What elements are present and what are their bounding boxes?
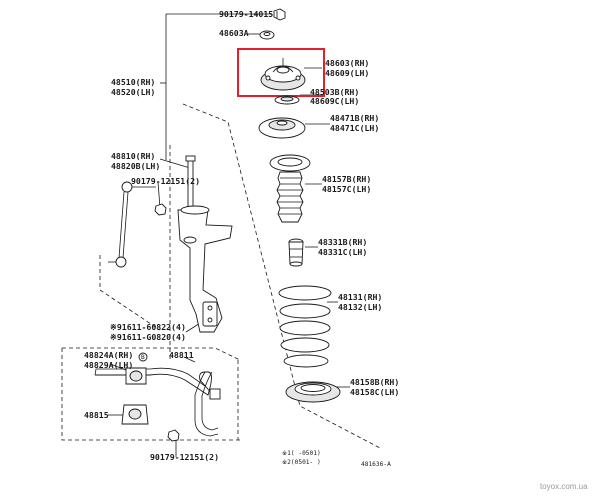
label-bumper-rh: 48331B(RH) — [318, 237, 367, 247]
label-absorber-lh: 48520(LH) — [111, 87, 155, 97]
label-link-rh: 48810(RH) — [111, 151, 155, 161]
label-spring-lh: 48132(LH) — [338, 302, 382, 312]
label-nut-bottom: 90179-12151(2) — [150, 452, 219, 462]
stabilizer-bracket — [121, 404, 149, 425]
assembly-outlines — [61, 103, 381, 449]
bump-stopper — [288, 238, 304, 267]
label-bolt-1: ※91611-60822(4) — [110, 322, 186, 332]
label-nut-link: 90179-12151(2) — [131, 176, 200, 186]
label-boot-lh: 48157C(LH) — [322, 184, 371, 194]
lower-spring-seat — [285, 381, 341, 403]
label-stabilizer: 48811 — [169, 350, 194, 360]
label-lower-seat-lh: 48158C(LH) — [350, 387, 399, 397]
label-note-1: ※1( -0501) — [282, 450, 321, 457]
stabilizer-bar — [94, 367, 221, 437]
label-bracket: 48815 — [84, 410, 109, 420]
label-bearing-rh: 48503B(RH) — [310, 87, 359, 97]
coil-spring — [278, 285, 332, 368]
label-support-rh: 48603(RH) — [325, 58, 369, 68]
stabilizer-bushing — [125, 352, 148, 385]
shock-absorber — [177, 155, 233, 333]
label-seat-rh: 48471B(RH) — [330, 113, 379, 123]
strut-mount-support — [260, 58, 306, 91]
top-nut — [273, 8, 286, 21]
link-nut — [154, 203, 167, 216]
label-spring-rh: 48131(RH) — [338, 292, 382, 302]
label-boot-rh: 48157B(RH) — [322, 174, 371, 184]
stabilizer-link — [108, 181, 156, 268]
dust-cap — [259, 30, 275, 40]
label-nut-top: 90179-14015 — [219, 9, 273, 19]
label-lower-seat-rh: 48158B(RH) — [350, 377, 399, 387]
label-cap: 48603A — [219, 28, 249, 38]
strut-bearing — [274, 95, 300, 105]
part-labels: 90179-14015 48603A 48603(RH) 48609(LH) 4… — [84, 9, 588, 491]
label-support-lh: 48609(LH) — [325, 68, 369, 78]
label-bushing-marker: B — [141, 354, 145, 361]
label-bumper-lh: 48331C(LH) — [318, 247, 367, 257]
label-seat-lh: 48471C(LH) — [330, 123, 379, 133]
label-link-lh: 48820B(LH) — [111, 161, 160, 171]
label-diagram-id: 481636-A — [361, 461, 391, 468]
label-bearing-lh: 48609C(LH) — [310, 96, 359, 106]
label-bushing-rh: 48824A(RH) — [84, 350, 133, 360]
highlight-box — [237, 48, 325, 97]
label-note-2: ※2(0501- ) — [282, 459, 321, 466]
bottom-nut — [167, 429, 180, 442]
watermark: toyox.com.ua — [540, 482, 588, 491]
dust-boot — [269, 154, 311, 223]
upper-spring-seat — [258, 117, 306, 139]
label-bolt-2: ※91611-G0820(4) — [110, 332, 186, 342]
label-bushing-lh: 48829A(LH) — [84, 360, 133, 370]
label-absorber-rh: 48510(RH) — [111, 77, 155, 87]
